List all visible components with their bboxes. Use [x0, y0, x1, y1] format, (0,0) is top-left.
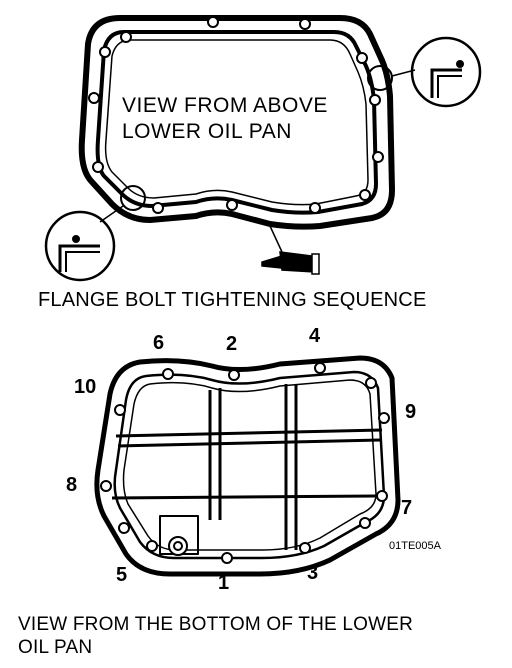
bolt-hole-9 [378, 412, 390, 424]
tube-leader [269, 225, 283, 253]
bolt-hole [226, 199, 238, 211]
flange-section-profile [430, 68, 462, 98]
sealant-bead [456, 60, 464, 68]
flange-section-inner [437, 75, 462, 98]
bolt-hole-10 [114, 404, 126, 416]
sequence-title: FLANGE BOLT TIGHTENING SEQUENCE [38, 289, 427, 311]
bolt-number-10: 10 [74, 376, 97, 398]
bolt-hole-4 [314, 362, 326, 374]
bolt-number-8: 8 [66, 474, 78, 496]
bolt-number-3: 3 [307, 562, 319, 584]
top-pan-inner-flange [95, 30, 378, 215]
bolt-number-6: 6 [153, 332, 165, 354]
bolt-hole-2 [228, 369, 240, 381]
sealant-callout-right [367, 36, 482, 108]
bolt-number-7: 7 [401, 497, 413, 519]
drain-plug-head [168, 536, 188, 556]
bolt-hole [152, 202, 164, 214]
bolt-hole-1 [221, 552, 233, 564]
bolt-hole [299, 18, 311, 30]
bolt-hole [356, 52, 368, 64]
bolt-hole [372, 151, 384, 163]
tube-cap [311, 253, 320, 275]
top-view-label-line2: LOWER OIL PAN [122, 120, 292, 143]
callout-circle [367, 65, 393, 91]
figure-code: 01TE005A [389, 540, 441, 552]
sealant-bead [72, 235, 80, 243]
bolt-hole-6 [162, 368, 174, 380]
bottom-pan-view [94, 355, 401, 577]
top-pan-outer-flange [78, 15, 395, 230]
bolt-hole [92, 161, 104, 173]
rib [115, 428, 383, 438]
bolt-number-9: 9 [405, 401, 417, 423]
sealant-tube-icon [261, 225, 320, 275]
rib [117, 438, 381, 448]
tube-body [279, 251, 315, 273]
tube-nozzle [261, 254, 283, 269]
bolt-hole-5 [146, 540, 158, 552]
bolt-hole [118, 522, 130, 534]
rib [111, 494, 377, 500]
bolt-hole [359, 517, 371, 529]
bottom-pan-inner-flange [113, 370, 386, 560]
top-view-label-line1: VIEW FROM ABOVE [122, 94, 328, 117]
bottom-pan-outer-flange [94, 355, 401, 577]
pan-stiffening-ribs [111, 384, 383, 550]
bolt-hole [359, 189, 371, 201]
bolt-hole [369, 94, 381, 106]
bottom-caption-line1: VIEW FROM THE BOTTOM OF THE LOWER [18, 614, 414, 635]
bolt-hole [207, 16, 219, 28]
top-pan-view [78, 15, 395, 230]
flange-section-inner [65, 251, 100, 272]
bolt-number-5: 5 [116, 564, 128, 586]
sealant-callout-left [44, 185, 146, 282]
bolt-number-2: 2 [226, 333, 238, 355]
top-pan-bolt-holes [88, 16, 384, 214]
bolt-hole-8 [100, 480, 112, 492]
bottom-pan-rim [122, 379, 377, 551]
bolt-number-1: 1 [218, 572, 230, 594]
detail-circle [410, 36, 482, 108]
bottom-pan-bolt-holes [100, 362, 390, 564]
callout-leader [99, 205, 124, 223]
bolt-hole [99, 46, 111, 58]
bolt-hole [309, 202, 321, 214]
callout-circle [120, 185, 146, 211]
flange-section-profile [58, 244, 100, 272]
detail-circle [44, 210, 116, 282]
bolt-hole-3 [299, 542, 311, 554]
drain-plug-center [173, 541, 183, 551]
bottom-caption-line2: OIL PAN [18, 637, 93, 658]
drain-plug [159, 515, 199, 556]
bolt-hole [120, 31, 132, 43]
top-pan-rim-line [104, 39, 369, 206]
bolt-hole [365, 377, 377, 389]
bolt-hole-7 [376, 490, 388, 502]
bolt-hole [88, 92, 100, 104]
bolt-number-4: 4 [309, 325, 321, 347]
